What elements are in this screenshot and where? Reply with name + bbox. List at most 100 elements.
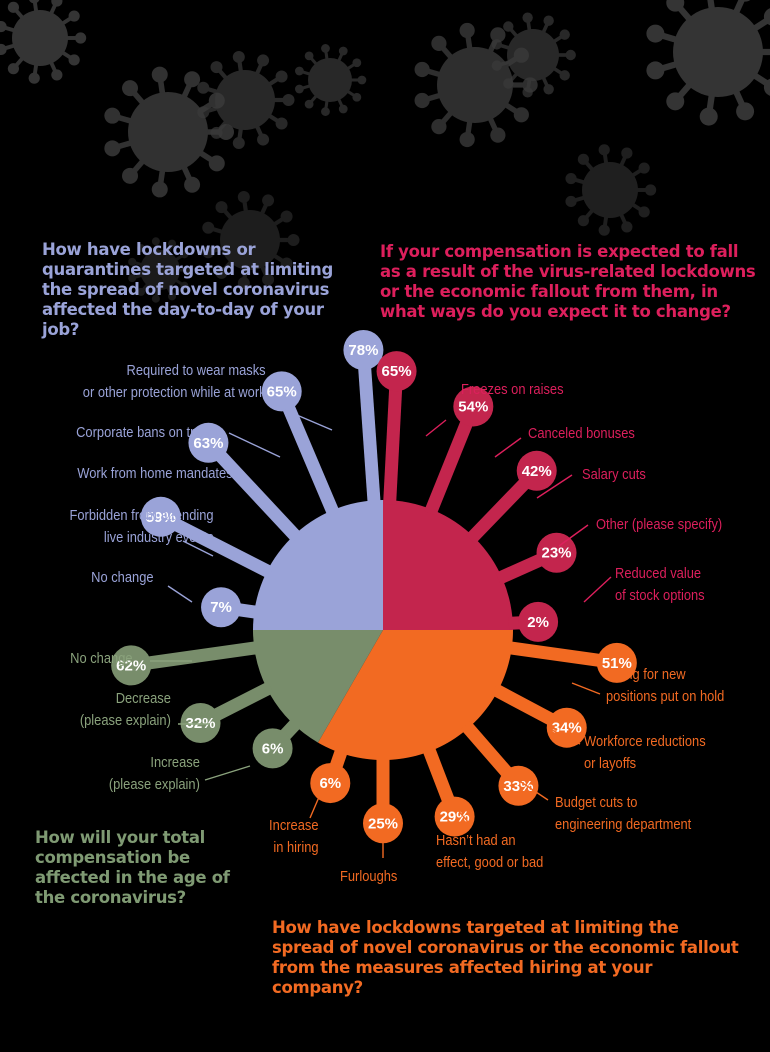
spike-mark: 78% [343, 329, 384, 505]
spike-mark: 6% [310, 747, 351, 804]
virus-decoration-icon [294, 44, 367, 116]
spike-mark: 65% [261, 371, 340, 517]
category-label: Canceled bonuses [528, 425, 635, 442]
value-label: 34% [552, 720, 582, 737]
spike-bar [157, 511, 274, 579]
spike-head [188, 422, 229, 463]
spike-bar [383, 370, 404, 505]
virus-decoration-icon [128, 237, 193, 303]
value-label: 54% [458, 398, 488, 415]
spike-mark: 32% [180, 681, 274, 743]
virus-decoration-icon [646, 0, 770, 126]
category-label: Hasn’t had an effect, good or bad [436, 832, 544, 871]
spike-bar [203, 438, 302, 543]
virus-decoration-icon [197, 50, 295, 150]
spike-head [201, 587, 242, 628]
spike-head [363, 803, 403, 844]
category-label: Salary cuts [582, 466, 646, 483]
total-compensation-wedge [253, 630, 383, 743]
leader-line [551, 729, 581, 745]
value-label: 23% [542, 545, 572, 562]
job-question-title: How have lockdowns or quarantines target… [42, 240, 333, 339]
value-label: 62% [116, 657, 146, 674]
spike-head [252, 728, 293, 769]
leader-line [536, 474, 573, 499]
virus-decoration-icon [202, 190, 300, 290]
compensation-wedge [383, 500, 513, 630]
leader-line [558, 524, 589, 547]
spike-head [596, 642, 637, 683]
category-label: Forbidden from attending live industry e… [69, 507, 214, 546]
spike-head [546, 707, 587, 748]
spike-mark: 6% [252, 717, 302, 769]
spike-head [180, 702, 221, 743]
category-label: Other (please specify) [596, 516, 723, 533]
leader-line [182, 540, 214, 557]
value-label: 2% [527, 614, 549, 631]
spike-mark: 25% [363, 756, 403, 844]
spike-head [536, 532, 577, 573]
category-label: Increase in hiring [269, 817, 319, 856]
virus-decoration-icon [565, 144, 657, 236]
value-label: 6% [262, 740, 284, 757]
category-label: Work from home mandates [77, 465, 233, 482]
spike-head [376, 351, 417, 392]
spike-mark: 2% [508, 601, 559, 642]
spike-mark: 34% [491, 683, 587, 748]
spike-head [498, 765, 539, 806]
category-label: No change [70, 650, 133, 667]
job-wedge [253, 500, 383, 630]
spike-mark: 23% [495, 532, 577, 585]
leader-line [571, 682, 601, 695]
category-label: Increase (please explain) [108, 754, 200, 793]
leader-line [511, 775, 549, 801]
value-label: 65% [382, 363, 412, 380]
spike-bar [130, 641, 260, 672]
spike-mark: 33% [460, 720, 539, 806]
category-label: Workforce reductions or layoffs [584, 733, 706, 772]
spike-head [453, 386, 494, 427]
leader-line [167, 585, 193, 603]
spike-mark: 63% [188, 422, 302, 543]
value-label: 63% [193, 435, 223, 452]
category-label: Freezes on raises [461, 381, 564, 398]
spike-mark: 51% [506, 641, 637, 683]
leader-line [204, 765, 251, 781]
value-label: 59% [146, 509, 176, 526]
category-label: Budget cuts to engineering department [555, 794, 692, 833]
spike-mark: 54% [424, 386, 494, 516]
value-label: 51% [602, 655, 632, 672]
spike-head [140, 496, 181, 537]
leader-line [309, 789, 323, 819]
value-label: 25% [368, 815, 398, 832]
category-label: Corporate bans on travel [76, 424, 218, 441]
compensation-question-title: If your compensation is expected to fall… [380, 242, 756, 321]
spike-head [518, 601, 559, 642]
spike-mark: 42% [465, 450, 557, 544]
category-label: Hiring for new positions put on hold [606, 666, 725, 705]
category-label: Decrease (please explain) [79, 690, 171, 729]
leader-line [235, 473, 258, 493]
leader-line [494, 437, 522, 458]
hiring-question-title: How have lockdowns targeted at limiting … [272, 918, 739, 997]
spike-mark: 59% [140, 496, 274, 579]
spike-head [516, 450, 557, 491]
spike-bar [356, 349, 381, 505]
value-label: 6% [319, 775, 341, 792]
category-label: Furloughs [340, 868, 398, 885]
category-label: Reduced value of stock options [615, 565, 705, 604]
leader-line [425, 419, 447, 437]
value-label: 7% [210, 599, 232, 616]
spike-head [434, 796, 475, 837]
leader-line [228, 432, 281, 458]
spike-head [343, 329, 384, 370]
value-label: 29% [440, 809, 470, 826]
value-label: 33% [503, 778, 533, 795]
spike-head [261, 371, 302, 412]
leader-line [270, 403, 333, 431]
spike-head [111, 645, 152, 686]
value-label: 65% [267, 383, 297, 400]
